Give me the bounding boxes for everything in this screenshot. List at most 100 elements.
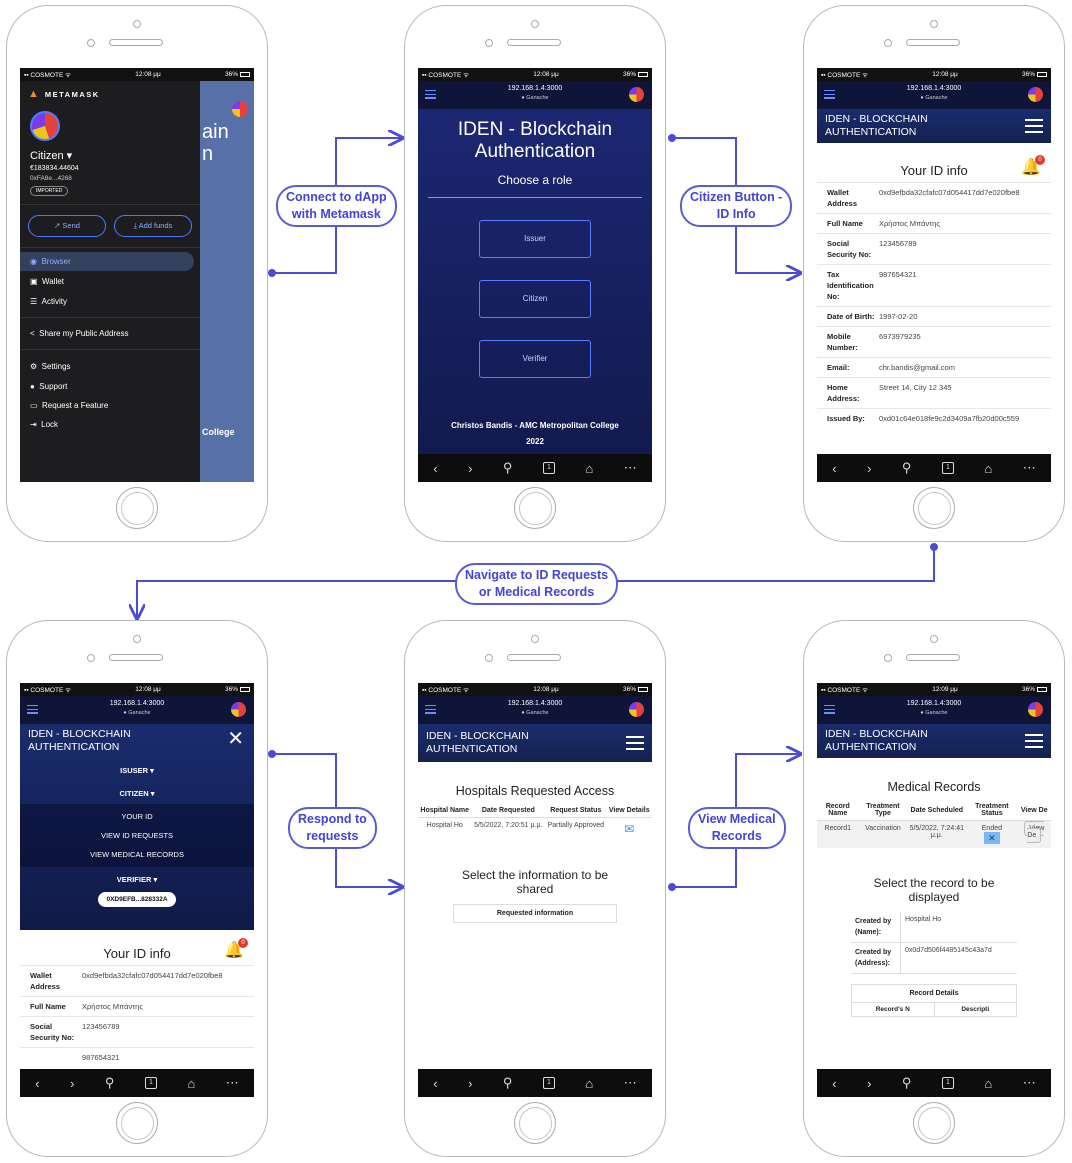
home-icon[interactable]: ⌂: [984, 460, 993, 476]
phone-nav-menu: ▪▪ COSMOTE ᯤ 12:08 μμ 36% 192.168.1.4:30…: [6, 620, 268, 1157]
tabs-icon[interactable]: 1: [941, 462, 954, 474]
menu-wallet[interactable]: ▣ Wallet: [30, 277, 64, 286]
view-details-button[interactable]: View De: [1024, 821, 1045, 843]
more-icon[interactable]: ⋯: [1022, 1075, 1036, 1090]
browser-url-bar[interactable]: 192.168.1.4:3000 ● Ganache: [418, 696, 652, 724]
hamburger-icon[interactable]: [425, 705, 436, 716]
more-icon[interactable]: ⋯: [623, 1075, 637, 1090]
home-icon[interactable]: ⌂: [585, 1075, 594, 1091]
menu-icon[interactable]: [626, 736, 644, 754]
phone-medical: ▪▪ COSMOTE ᯤ 12:09 μμ 36% 192.168.1.4:30…: [803, 620, 1065, 1157]
account-icon[interactable]: [1028, 702, 1043, 717]
comment-icon: ▭: [30, 401, 38, 410]
forward-icon[interactable]: ›: [70, 1075, 75, 1091]
browser-url-bar[interactable]: 192.168.1.4:3000 ● Ganache: [817, 696, 1051, 724]
forward-icon[interactable]: ›: [468, 460, 473, 476]
hamburger-icon[interactable]: [824, 705, 835, 716]
back-icon[interactable]: ‹: [832, 460, 837, 476]
table-row[interactable]: Record1 Vaccination 5/5/2022, 7:24:41 μ.…: [817, 820, 1051, 848]
account-pill[interactable]: 0XD9EFB...828332A: [98, 892, 176, 907]
account-icon[interactable]: [231, 702, 246, 717]
back-icon[interactable]: ‹: [832, 1075, 837, 1091]
home-icon[interactable]: ⌂: [984, 1075, 993, 1091]
account-name[interactable]: Citizen ▾: [30, 150, 73, 162]
row-home-address: Home Address:Street 14, City 12 345: [817, 377, 1051, 408]
issuer-button[interactable]: Issuer: [479, 220, 591, 258]
back-icon[interactable]: ‹: [433, 1075, 438, 1091]
phone-metamask: ▪▪ COSMOTE ᯤ 12:08 μμ 36% ain n College …: [6, 5, 268, 542]
menu-activity[interactable]: ☰ Activity: [30, 297, 67, 306]
menu-settings[interactable]: ⚙ Settings: [30, 362, 71, 371]
browser-url-bar[interactable]: 192.168.1.4:3000 ● Ganache: [418, 81, 652, 109]
more-icon[interactable]: ⋯: [623, 460, 637, 475]
isuser-dropdown[interactable]: ISUSER ▾: [120, 766, 154, 775]
tabs-icon[interactable]: 1: [542, 1077, 555, 1089]
menu-share-address[interactable]: < Share my Public Address: [20, 317, 200, 349]
record-details-header: Record Details: [851, 984, 1017, 1003]
citizen-dropdown[interactable]: CITIZEN ▾: [119, 789, 155, 798]
verifier-dropdown[interactable]: VERIFIER ▾: [116, 875, 158, 884]
home-button[interactable]: [913, 1102, 955, 1144]
dapp-behind-drawer: ain n College: [200, 81, 254, 482]
home-button[interactable]: [514, 487, 556, 529]
close-icon[interactable]: ✕: [227, 728, 244, 750]
forward-icon[interactable]: ›: [867, 1075, 872, 1091]
hamburger-icon[interactable]: [27, 705, 38, 716]
browser-url-bar[interactable]: 192.168.1.4:3000 ● Ganache: [817, 81, 1051, 109]
account-balance: €183834.44604: [30, 165, 79, 172]
menu-icon[interactable]: [1025, 119, 1043, 137]
forward-icon[interactable]: ›: [468, 1075, 473, 1091]
back-icon[interactable]: ‹: [35, 1075, 40, 1091]
citizen-button[interactable]: Citizen: [479, 280, 591, 318]
account-icon[interactable]: [1028, 87, 1043, 102]
search-icon[interactable]: ⚲: [502, 1075, 513, 1090]
browser-url-bar[interactable]: 192.168.1.4:3000 ● Ganache: [20, 696, 254, 724]
hamburger-icon[interactable]: [425, 90, 436, 101]
search-icon[interactable]: ⚲: [901, 1075, 912, 1090]
more-icon[interactable]: ⋯: [225, 1075, 239, 1090]
tabs-icon[interactable]: 1: [144, 1077, 157, 1089]
logout-icon: ⇥: [30, 420, 37, 429]
tabs-icon[interactable]: 1: [542, 462, 555, 474]
home-button[interactable]: [116, 487, 158, 529]
send-button[interactable]: ↗ Send: [28, 215, 106, 237]
mail-icon[interactable]: ✉: [624, 822, 635, 836]
account-avatar[interactable]: [30, 111, 60, 141]
verifier-button[interactable]: Verifier: [479, 340, 591, 378]
tabs-icon[interactable]: 1: [941, 1077, 954, 1089]
menu-request-feature[interactable]: ▭ Request a Feature: [30, 401, 109, 410]
table-row[interactable]: Hospital Ho 5/5/2022, 7:20:51 μ.μ. Parti…: [418, 818, 652, 841]
more-icon[interactable]: ⋯: [1022, 460, 1036, 475]
menu-icon[interactable]: [1025, 734, 1043, 752]
home-button[interactable]: [913, 487, 955, 529]
menu-browser[interactable]: ◉ Browser: [20, 252, 194, 271]
footer-year: 2022: [526, 437, 544, 446]
home-button[interactable]: [116, 1102, 158, 1144]
hamburger-icon[interactable]: [824, 90, 835, 101]
browser-bottom-bar: ‹ › ⚲ 1 ⌂ ⋯: [418, 454, 652, 482]
menu-lock[interactable]: ⇥ Lock: [30, 420, 59, 429]
metamask-screen: ▪▪ COSMOTE ᯤ 12:08 μμ 36% ain n College …: [20, 68, 254, 482]
account-icon[interactable]: [629, 87, 644, 102]
back-icon[interactable]: ‹: [433, 460, 438, 476]
record-details-cols: Record's N Descripti: [851, 1003, 1017, 1017]
search-icon[interactable]: ⚲: [901, 460, 912, 475]
nav-your-id[interactable]: YOUR ID: [121, 812, 153, 821]
home-icon[interactable]: ⌂: [187, 1075, 196, 1091]
bell-icon[interactable]: 🔔0: [1021, 155, 1045, 177]
forward-icon[interactable]: ›: [867, 460, 872, 476]
bell-icon[interactable]: 🔔0: [224, 938, 248, 960]
search-icon[interactable]: ⚲: [104, 1075, 115, 1090]
nav-view-medical-records[interactable]: VIEW MEDICAL RECORDS: [90, 850, 184, 859]
account-icon[interactable]: [629, 702, 644, 717]
search-icon[interactable]: ⚲: [502, 460, 513, 475]
home-button[interactable]: [514, 1102, 556, 1144]
menu-support[interactable]: ● Support: [30, 382, 68, 391]
home-icon[interactable]: ⌂: [585, 460, 594, 476]
requests-title: Hospitals Requested Access: [455, 784, 615, 798]
nav-view-id-requests[interactable]: VIEW ID REQUESTS: [100, 831, 174, 840]
add-funds-button[interactable]: ⤓ Add funds: [114, 215, 192, 237]
status-bar: ▪▪ COSMOTE ᯤ 12:09 μμ 36%: [817, 683, 1051, 696]
